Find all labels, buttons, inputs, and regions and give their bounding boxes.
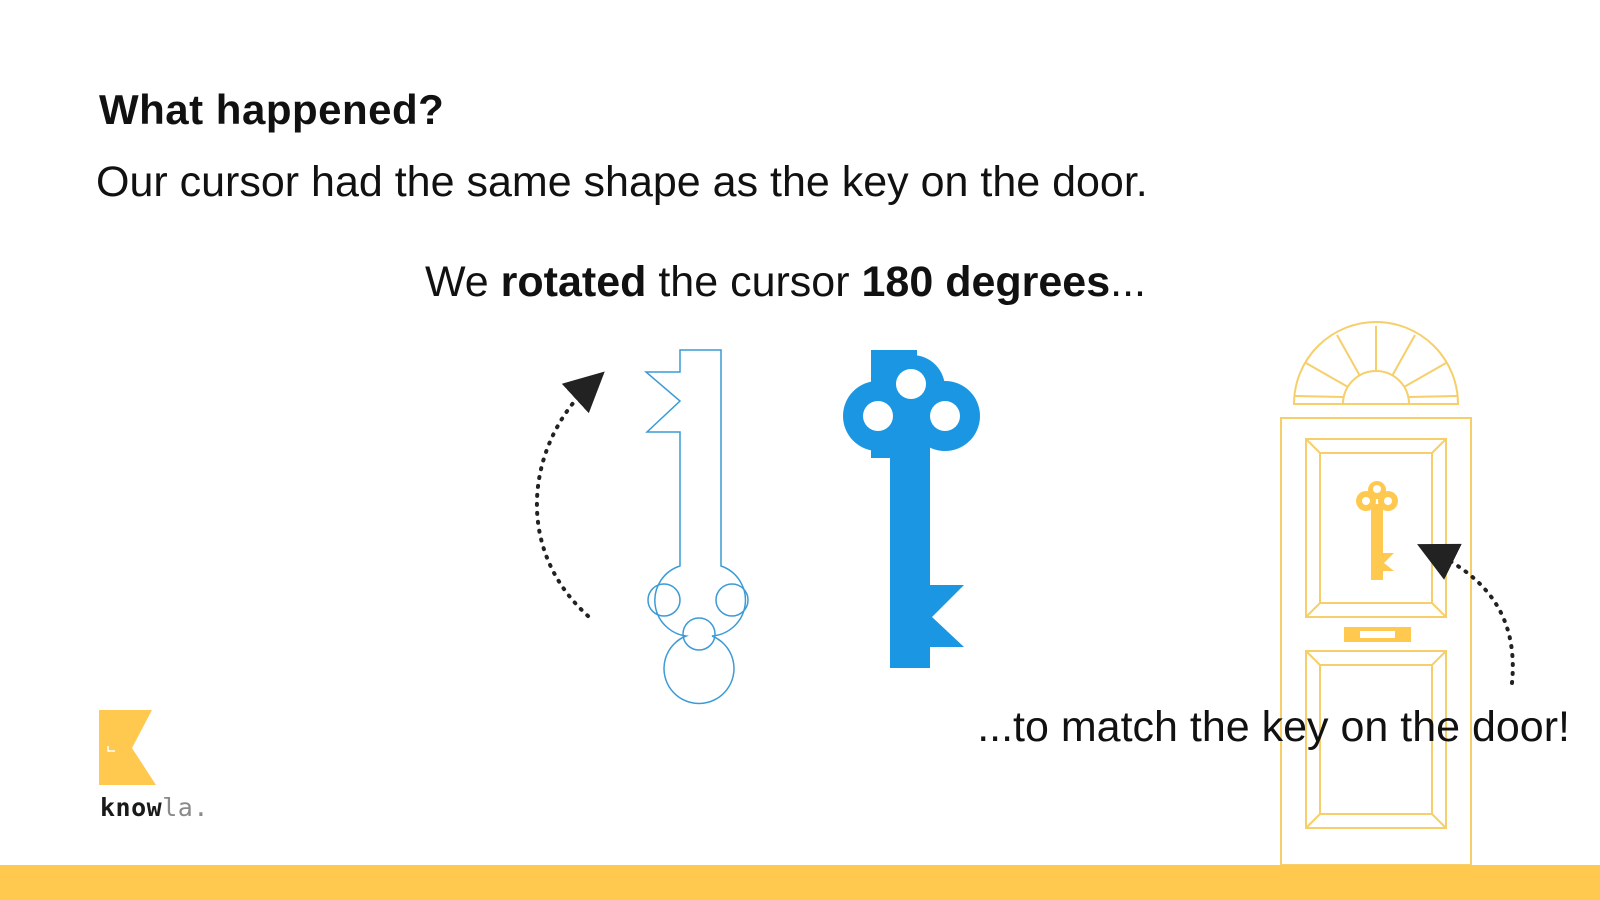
brand-wordmark-bold: know: [100, 793, 163, 822]
door-icon: [1280, 321, 1472, 866]
curved-arrow-icon: [534, 371, 605, 618]
curved-arrow-icon: [1417, 543, 1515, 685]
slide-subheading: Our cursor had the same shape as the key…: [96, 158, 1148, 206]
key-solid-icon: [843, 350, 980, 668]
caption-text-3: ...: [1110, 258, 1146, 306]
slide-heading: What happened?: [99, 86, 445, 133]
caption-bold-degrees: 180 degrees: [861, 258, 1111, 306]
match-caption: ...to match the key on the door!: [977, 703, 1570, 751]
caption-text-2: the cursor: [646, 258, 862, 306]
key-outline-icon: [643, 349, 749, 705]
door-key-icon: [1356, 481, 1398, 580]
knowla-logo-icon: [99, 710, 156, 785]
rotation-caption: We rotated the cursor 180 degrees...: [425, 258, 1146, 307]
caption-text-1: We: [425, 258, 501, 306]
brand-wordmark-light: la.: [162, 793, 209, 822]
footer-bar: [0, 865, 1600, 900]
caption-bold-rotated: rotated: [500, 258, 647, 306]
brand-wordmark: knowla.: [100, 793, 209, 822]
